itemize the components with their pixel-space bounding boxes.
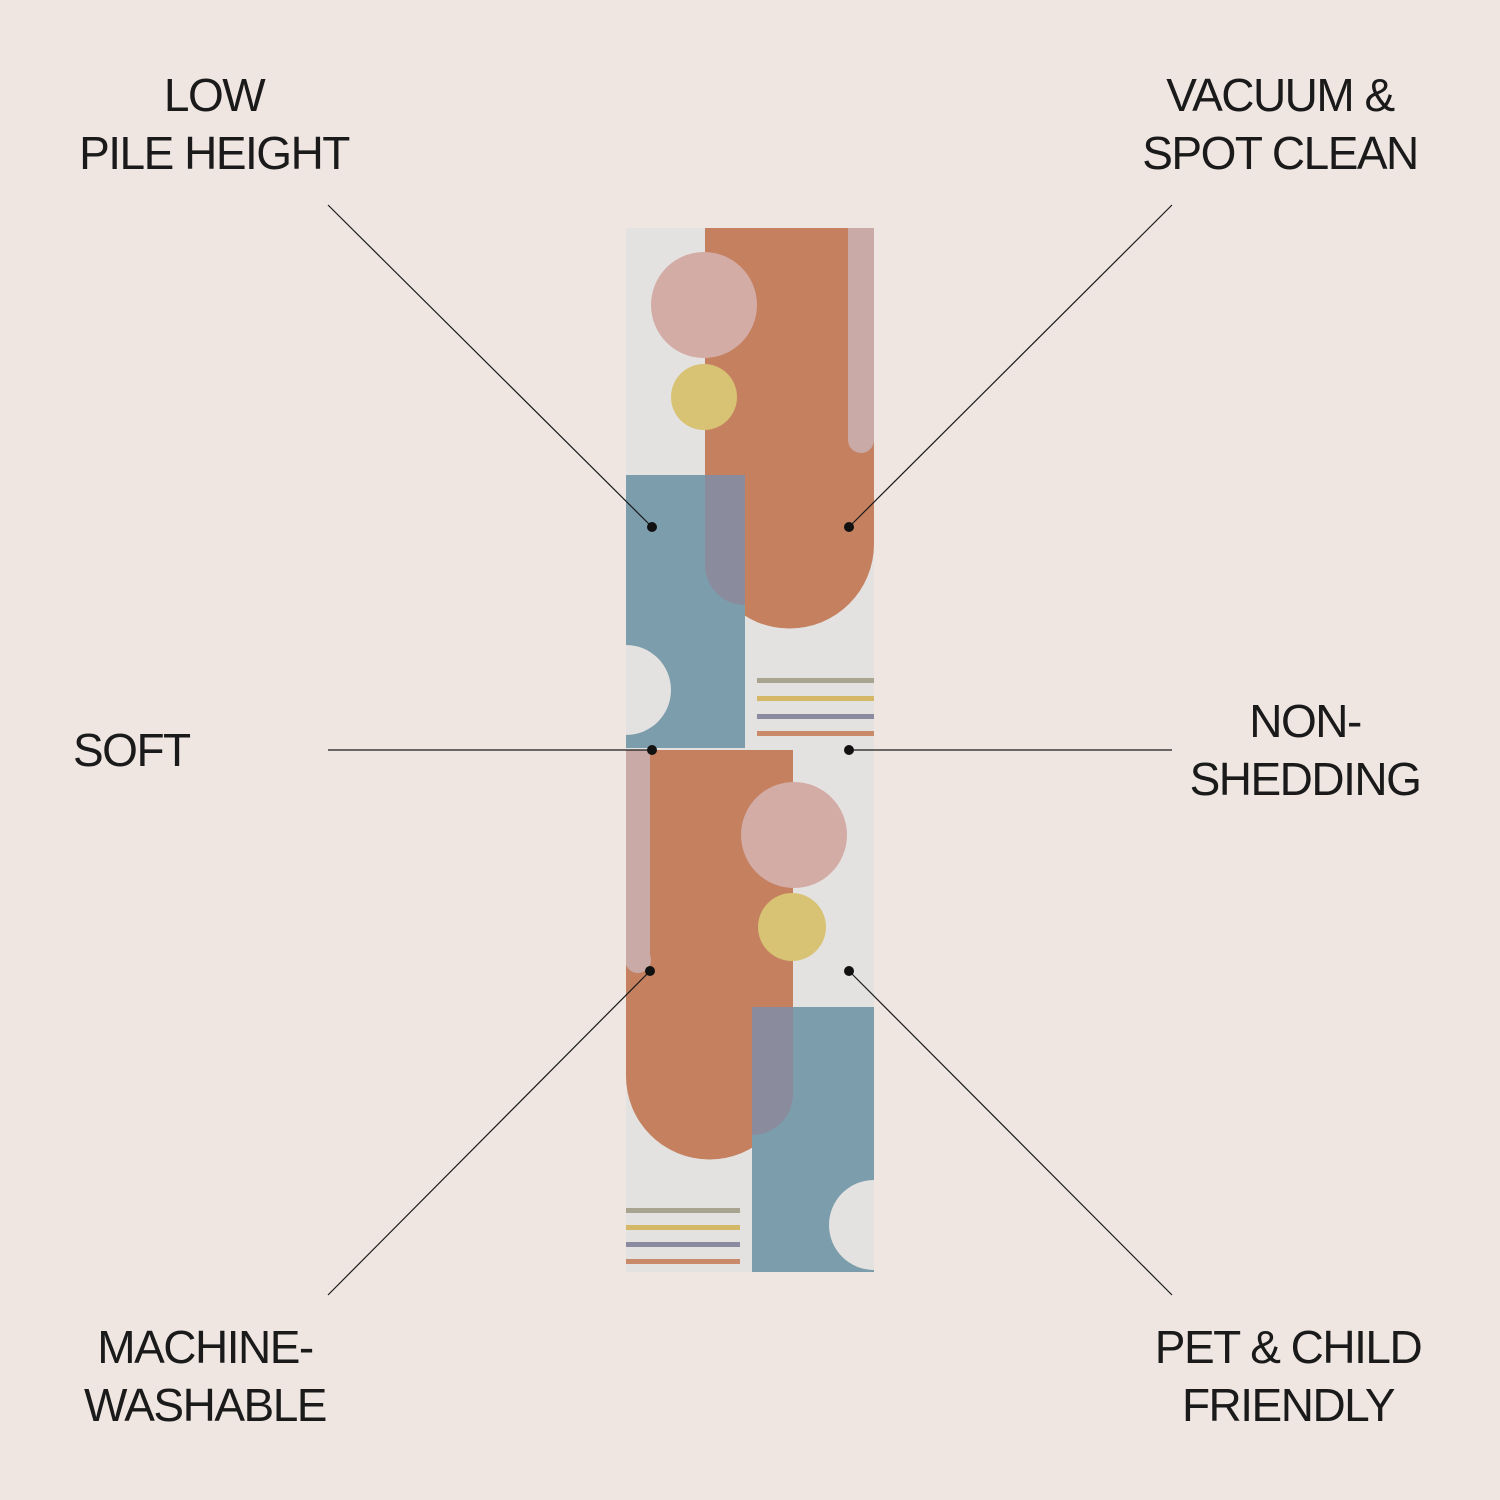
feature-text: SOFT — [73, 724, 191, 776]
feature-text: VACUUM & — [1166, 69, 1395, 121]
feature-text: PET & CHILD — [1154, 1321, 1423, 1373]
feature-pet-child-friendly: PET & CHILD FRIENDLY — [1078, 1318, 1498, 1434]
feature-non-shedding: NON- SHEDDING — [1095, 692, 1500, 808]
callout-dots — [645, 522, 854, 976]
callout-lines — [327, 204, 1173, 1296]
callout-dot — [645, 966, 655, 976]
callout-dot — [647, 745, 657, 755]
feature-low-pile-height: LOW PILE HEIGHT — [4, 66, 424, 182]
feature-text: SPOT CLEAN — [1142, 127, 1419, 179]
runner-rug — [626, 228, 874, 1272]
feature-text: SHEDDING — [1189, 753, 1422, 805]
feature-soft: SOFT — [73, 721, 191, 779]
feature-text: NON- — [1249, 695, 1362, 747]
feature-text: PILE HEIGHT — [79, 127, 350, 179]
callout-line-pet-child — [848, 970, 1173, 1296]
feature-machine-washable: MACHINE- WASHABLE — [0, 1318, 415, 1434]
feature-text: WASHABLE — [84, 1379, 327, 1431]
feature-text: FRIENDLY — [1181, 1379, 1396, 1431]
callout-dot — [844, 522, 854, 532]
callout-line-machine-washable — [327, 970, 651, 1296]
callout-line-vacuum — [848, 204, 1173, 528]
feature-text: MACHINE- — [97, 1321, 314, 1373]
callout-line-low-pile — [327, 204, 653, 528]
callout-dot — [647, 522, 657, 532]
callout-dot — [844, 966, 854, 976]
callout-dot — [844, 745, 854, 755]
feature-vacuum-spot-clean: VACUUM & SPOT CLEAN — [1070, 66, 1490, 182]
feature-text: LOW — [163, 69, 266, 121]
